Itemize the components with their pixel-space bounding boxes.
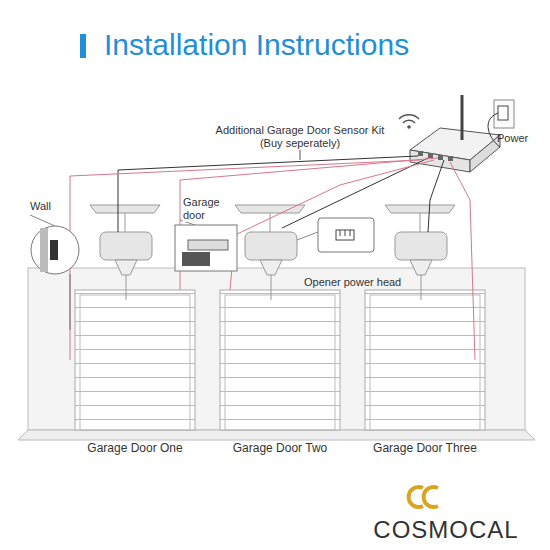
sensor-kit-label: Additional Garage Door Sensor Kit (Buy s…	[215, 124, 385, 150]
wall-label: Wall	[30, 200, 51, 213]
garage-door-label: Garage door	[183, 196, 233, 222]
door-name: Garage Door Two	[233, 441, 328, 455]
opener-label: Opener power head	[304, 276, 401, 289]
door-name: Garage Door One	[87, 441, 182, 455]
title: Installation Instructions	[104, 27, 409, 63]
logo-text: COSMOCAL	[373, 516, 518, 545]
power-label: Power	[497, 132, 528, 145]
door-name: Garage Door Three	[373, 441, 477, 455]
